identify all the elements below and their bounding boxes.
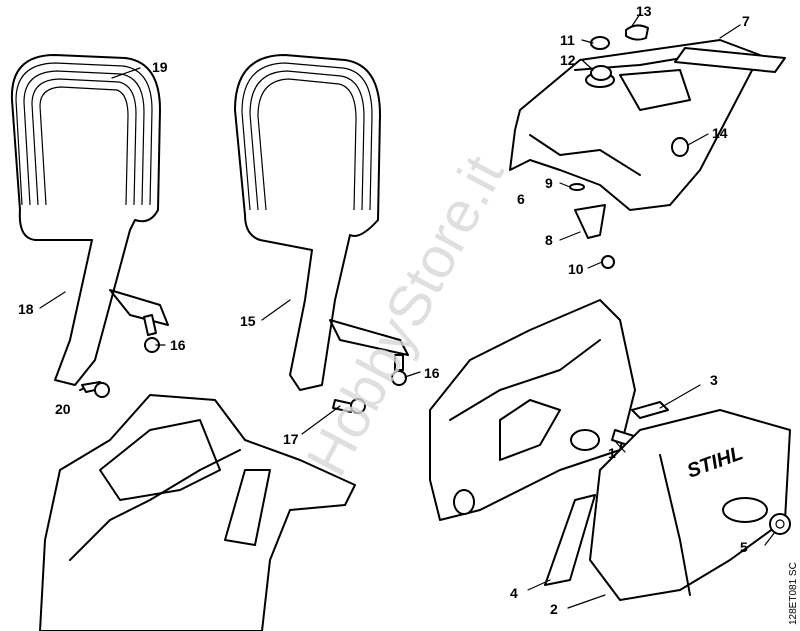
crankcase bbox=[429, 299, 636, 521]
callout-14: 14 bbox=[712, 125, 728, 141]
callout-8: 8 bbox=[545, 232, 553, 248]
callout-12: 12 bbox=[560, 52, 576, 68]
callout-5: 5 bbox=[740, 539, 748, 555]
screw-17 bbox=[332, 398, 366, 414]
rear-handle-housing bbox=[39, 394, 356, 631]
part-4 bbox=[544, 494, 596, 586]
callout-11: 11 bbox=[560, 32, 575, 48]
callout-4: 4 bbox=[510, 585, 518, 601]
callout-16b: 16 bbox=[424, 365, 440, 381]
callout-10: 10 bbox=[568, 261, 584, 277]
callout-1: 1 bbox=[608, 445, 616, 461]
leader-lines bbox=[39, 13, 776, 609]
part-3 bbox=[631, 401, 669, 419]
callout-9: 9 bbox=[545, 175, 553, 191]
screw-16a bbox=[143, 314, 160, 353]
callout-18: 18 bbox=[18, 301, 34, 317]
screw-20 bbox=[81, 381, 110, 398]
handle-bar-18-19 bbox=[10, 54, 169, 391]
callout-13: 13 bbox=[636, 3, 652, 19]
callout-2: 2 bbox=[550, 601, 558, 617]
handle-bar-15 bbox=[234, 54, 409, 391]
drawing-code: 128ET081 SC bbox=[788, 562, 799, 625]
callout-15: 15 bbox=[240, 313, 256, 329]
nut-5 bbox=[769, 513, 791, 535]
callout-17: 17 bbox=[283, 431, 299, 447]
callout-7: 7 bbox=[742, 13, 750, 29]
screw-16b bbox=[391, 354, 407, 386]
callout-20: 20 bbox=[55, 401, 71, 417]
sprocket-cover-2: STIHL bbox=[589, 409, 791, 601]
callout-16a: 16 bbox=[170, 337, 186, 353]
parts-8-9-10-14 bbox=[569, 137, 689, 269]
callout-19: 19 bbox=[152, 59, 168, 75]
cap-11-12-13 bbox=[590, 24, 649, 81]
callout-3: 3 bbox=[710, 372, 718, 388]
callout-6: 6 bbox=[517, 191, 525, 207]
